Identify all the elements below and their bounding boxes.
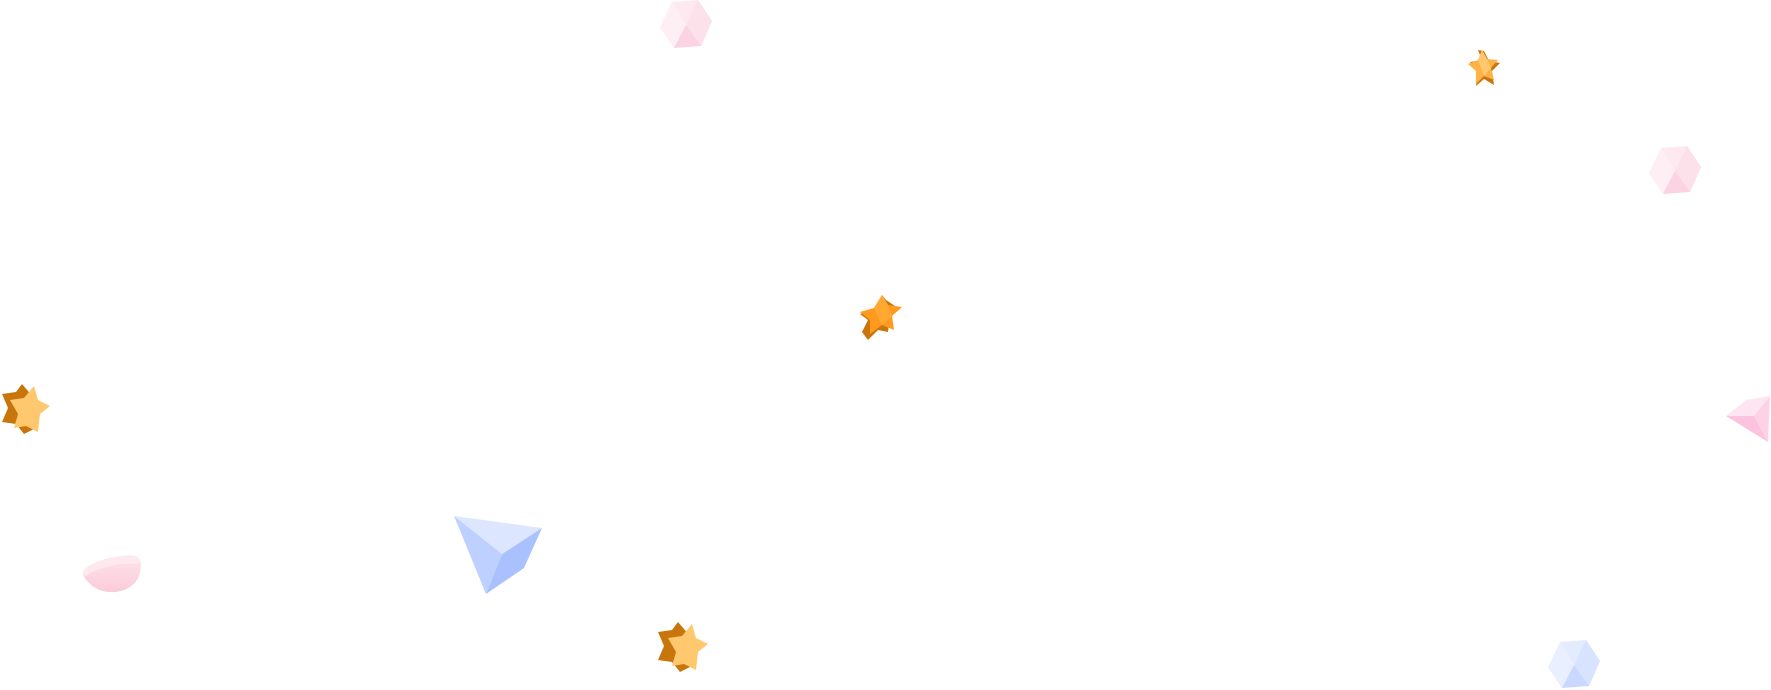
cube-icon bbox=[660, 0, 712, 48]
cube-icon bbox=[1548, 640, 1600, 688]
star-icon bbox=[2, 384, 50, 434]
shell-icon bbox=[83, 555, 141, 593]
cube-icon bbox=[1649, 146, 1701, 194]
star-icon bbox=[860, 295, 902, 340]
pyramid-icon bbox=[454, 516, 542, 594]
star-icon bbox=[1468, 50, 1500, 86]
star-icon bbox=[658, 622, 708, 672]
pyramid-icon bbox=[1726, 396, 1770, 442]
